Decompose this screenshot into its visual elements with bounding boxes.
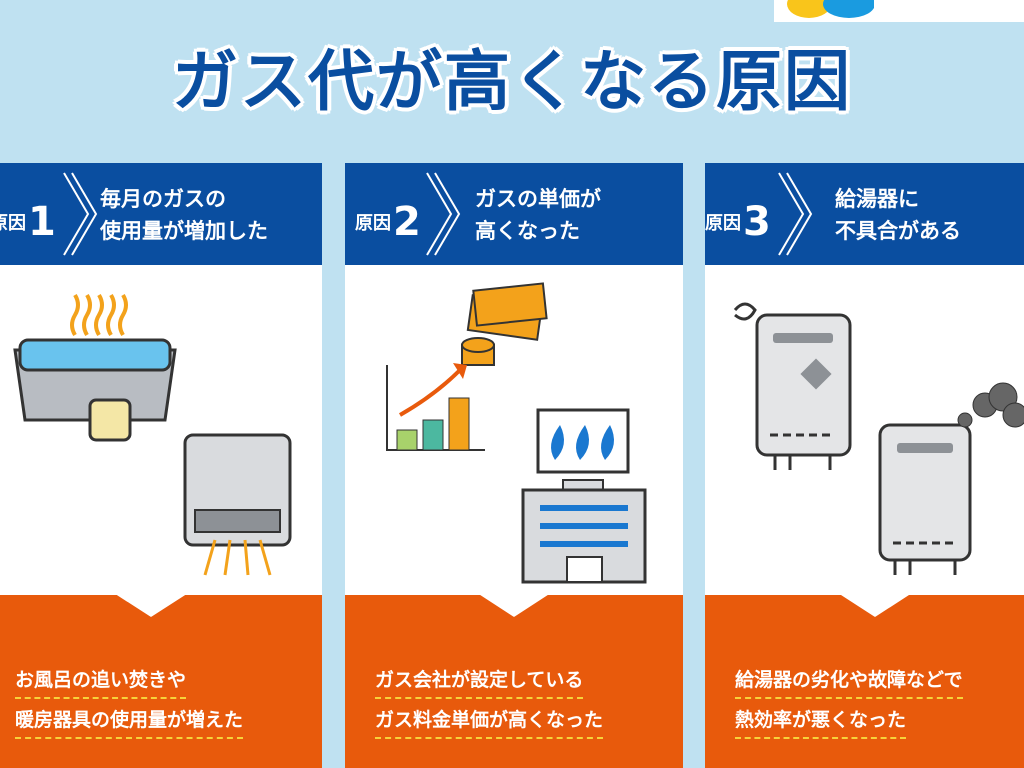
cause-panel-2: 原因2 ガスの単価が高くなった ガス会社が設定しているガス料金単価が高くなった bbox=[345, 163, 683, 768]
cause-header: 原因2 ガスの単価が高くなった bbox=[345, 163, 683, 265]
cause-panel-3: 原因3 給湯器に不具合がある 給湯器の劣化や故障などで熱効率が悪くなった bbox=[705, 163, 1024, 768]
cause-detail: ガス会社が設定しているガス料金単価が高くなった bbox=[375, 663, 604, 743]
bath-and-heater-illustration bbox=[13, 293, 292, 576]
cause-label: 原因1 bbox=[0, 199, 56, 245]
cause-label: 原因2 bbox=[355, 199, 421, 245]
cause-header: 原因3 給湯器に不具合がある bbox=[705, 163, 1024, 265]
cause-detail: 給湯器の劣化や故障などで熱効率が悪くなった bbox=[735, 663, 963, 743]
broken-water-heater-illustration bbox=[733, 302, 1024, 575]
cause-footer bbox=[345, 595, 683, 768]
price-increase-illustration bbox=[386, 282, 647, 584]
cause-heading: 給湯器に不具合がある bbox=[835, 187, 961, 243]
chevron-right-icon bbox=[778, 172, 813, 256]
cause-detail: お風呂の追い焚きや暖房器具の使用量が増えた bbox=[15, 663, 244, 743]
cause-label: 原因3 bbox=[705, 199, 771, 245]
cause-heading: 毎月のガスの使用量が増加した bbox=[100, 187, 268, 243]
cause-footer bbox=[705, 595, 1024, 768]
cause-heading: ガスの単価が高くなった bbox=[475, 187, 601, 243]
page-title: ガス代が高くなる原因 bbox=[172, 43, 852, 120]
brand-logo bbox=[774, 0, 1024, 22]
chevron-right-icon bbox=[63, 172, 98, 256]
cause-footer bbox=[0, 595, 322, 768]
chevron-right-icon bbox=[426, 172, 461, 256]
logo-mark-icon bbox=[787, 0, 875, 18]
